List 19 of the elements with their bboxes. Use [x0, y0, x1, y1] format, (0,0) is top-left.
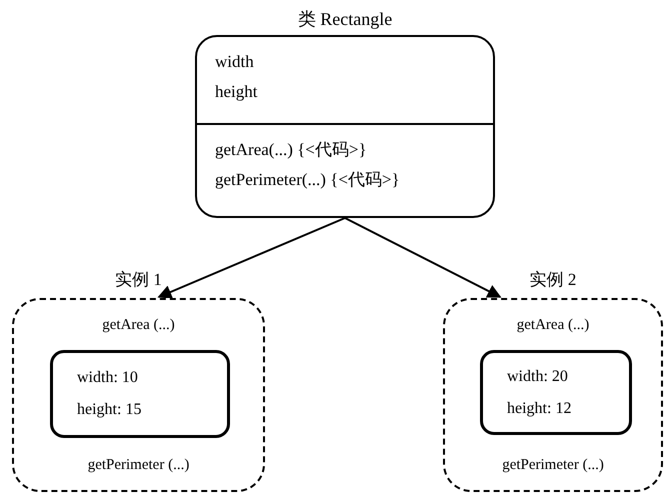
attribute-text: width: 10: [77, 368, 139, 388]
arrow: [344, 217, 502, 298]
field-text: width: [215, 51, 255, 73]
attribute-box: [480, 350, 632, 435]
instance-heading: 实例 1: [114, 269, 163, 291]
attribute-text: width: 20: [507, 366, 569, 386]
field-text: height: [215, 80, 258, 103]
arrow: [157, 217, 346, 299]
attribute-box: [50, 350, 230, 438]
class-heading: 类 Rectangle: [296, 8, 394, 31]
method-text: getPerimeter(...) {<代码>}: [215, 168, 401, 191]
method-text: getPerimeter (...): [501, 456, 605, 474]
instance-heading: 实例 2: [528, 269, 578, 291]
method-text: getArea(...) {<代码>}: [215, 139, 368, 161]
attribute-text: height: 12: [507, 398, 572, 418]
attribute-text: height: 15: [77, 400, 142, 420]
method-text: getArea (...): [101, 316, 176, 335]
method-text: getPerimeter (...): [86, 456, 190, 474]
method-text: getArea (...): [516, 316, 590, 335]
